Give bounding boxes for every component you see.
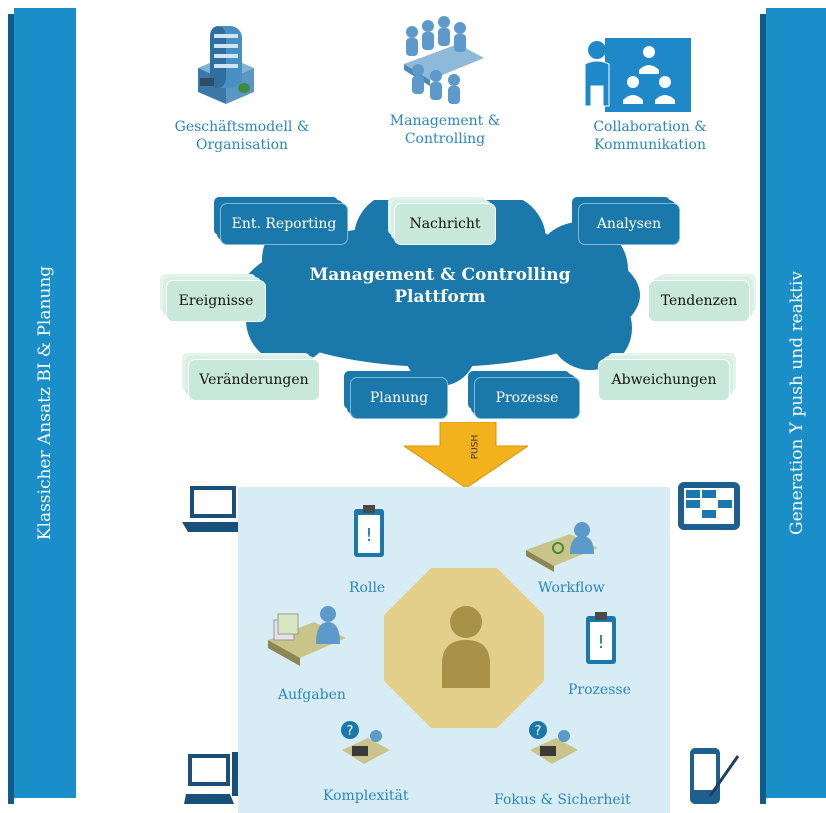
left-pillar-label: Klassicher Ansatz BI & Planung bbox=[35, 265, 55, 541]
top-label-management: Management & Controlling bbox=[389, 113, 501, 147]
building-icon bbox=[198, 26, 254, 104]
bubble-tendenzen: Tendenzen bbox=[648, 280, 750, 322]
platform-title: Management & Controlling Plattform bbox=[309, 265, 571, 307]
label-fokus-sicherheit: Fokus & Sicherheit bbox=[494, 792, 631, 808]
bubble-veraenderungen: Veränderungen bbox=[188, 359, 320, 401]
svg-text:!: ! bbox=[365, 525, 372, 546]
svg-text:?: ? bbox=[347, 724, 354, 739]
workflow-desk-icon bbox=[526, 522, 598, 572]
bubble-ereignisse: Ereignisse bbox=[166, 280, 266, 322]
tablet-icon bbox=[678, 482, 740, 530]
bubble-abweichungen: Abweichungen bbox=[598, 359, 730, 401]
clipboard-rolle-icon: ! bbox=[354, 505, 384, 557]
left-pillar: Klassicher Ansatz BI & Planung bbox=[8, 8, 76, 804]
user-avatar-icon bbox=[442, 606, 490, 688]
label-prozesse: Prozesse bbox=[568, 682, 631, 698]
laptop-icon bbox=[182, 486, 244, 532]
svg-text:?: ? bbox=[535, 724, 542, 739]
komplexitaet-question-icon: ? bbox=[341, 721, 390, 764]
svg-text:!: ! bbox=[597, 632, 604, 653]
clipboard-prozesse-icon: ! bbox=[586, 612, 616, 664]
bubble-planung: Planung bbox=[350, 377, 448, 419]
label-rolle: Rolle bbox=[349, 580, 386, 596]
push-label: PUSH bbox=[470, 434, 481, 460]
label-aufgaben: Aufgaben bbox=[278, 687, 346, 703]
aufgaben-desk-icon bbox=[268, 606, 346, 666]
push-arrow-icon bbox=[404, 422, 528, 488]
label-workflow: Workflow bbox=[538, 580, 605, 596]
meeting-icon bbox=[404, 16, 484, 104]
top-label-collaboration: Collaboration & Kommunikation bbox=[593, 119, 707, 153]
label-komplexitaet: Komplexität bbox=[323, 788, 409, 804]
top-label-geschaeftsmodell: Geschäftsmodell & Organisation bbox=[174, 119, 310, 153]
right-pillar: Generation Y push und reaktiv bbox=[760, 8, 826, 804]
right-pillar-label: Generation Y push und reaktiv bbox=[787, 271, 807, 535]
fokus-question-icon: ? bbox=[529, 721, 578, 764]
smartphone-icon bbox=[690, 748, 740, 804]
bubble-nachricht: Nachricht bbox=[394, 203, 496, 245]
bubble-prozesse: Prozesse bbox=[474, 377, 580, 419]
bubble-ent-reporting: Ent. Reporting bbox=[220, 203, 348, 245]
bubble-analysen: Analysen bbox=[578, 203, 680, 245]
presentation-icon bbox=[584, 38, 691, 112]
